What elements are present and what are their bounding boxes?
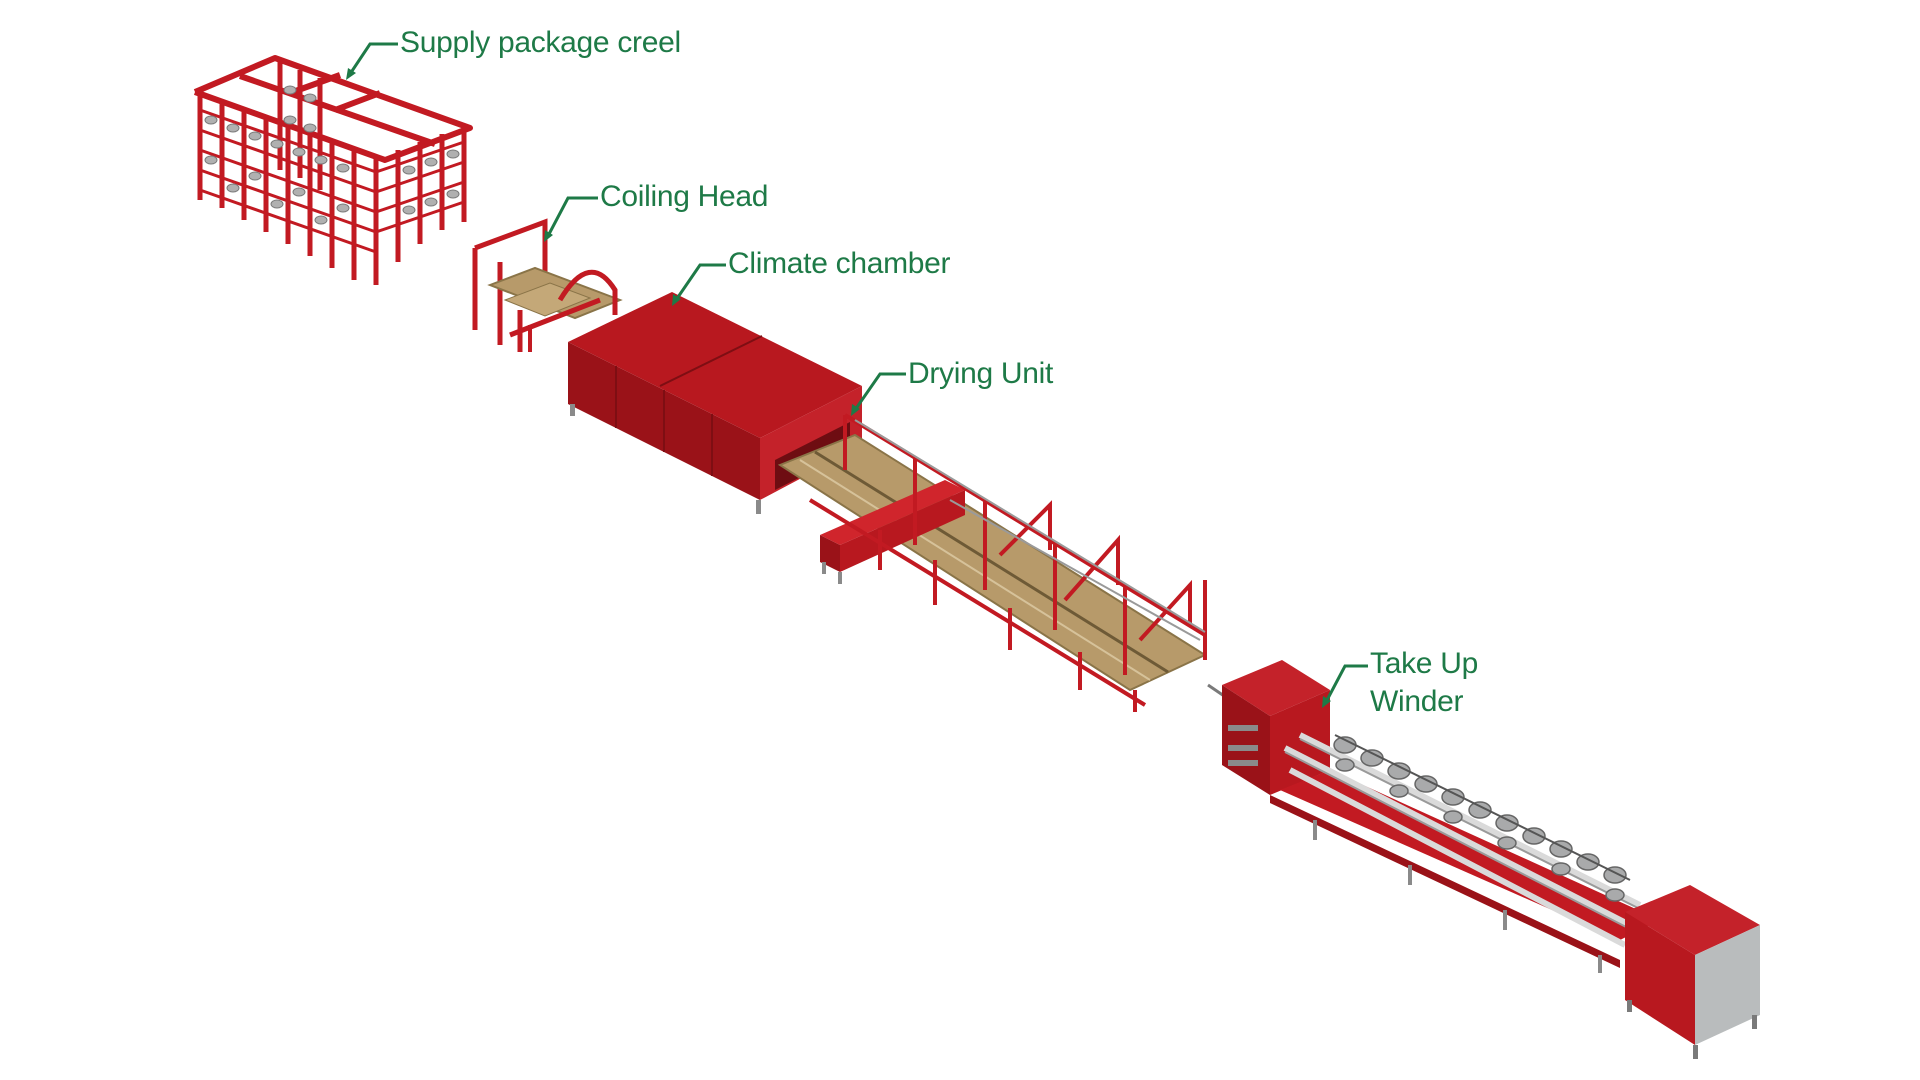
take-up-winder-drawing	[1222, 660, 1760, 1059]
climate-chamber-leader	[674, 263, 726, 301]
coiling-head-label: Coiling Head	[600, 180, 769, 213]
drying-unit-drawing	[777, 413, 1231, 712]
take-up-winder-leader	[1324, 664, 1368, 703]
label-leader-lines	[348, 42, 1368, 703]
take-up-winder-label-line2: Winder	[1370, 685, 1464, 718]
supply-package-creel-drawing	[193, 55, 473, 285]
climate-chamber-label: Climate chamber	[728, 247, 951, 280]
drying-unit-leader	[853, 372, 906, 411]
take-up-winder-label: Take Up Winder	[1370, 645, 1478, 721]
coiling-head-leader	[546, 196, 598, 237]
supply-creel-leader	[348, 42, 398, 75]
supply-package-creel-label: Supply package creel	[400, 26, 681, 59]
leader-arrowheads	[346, 68, 1331, 708]
coiling-head-drawing	[472, 218, 623, 352]
take-up-winder-label-line1: Take Up	[1370, 647, 1478, 680]
drying-unit-label: Drying Unit	[908, 357, 1054, 390]
